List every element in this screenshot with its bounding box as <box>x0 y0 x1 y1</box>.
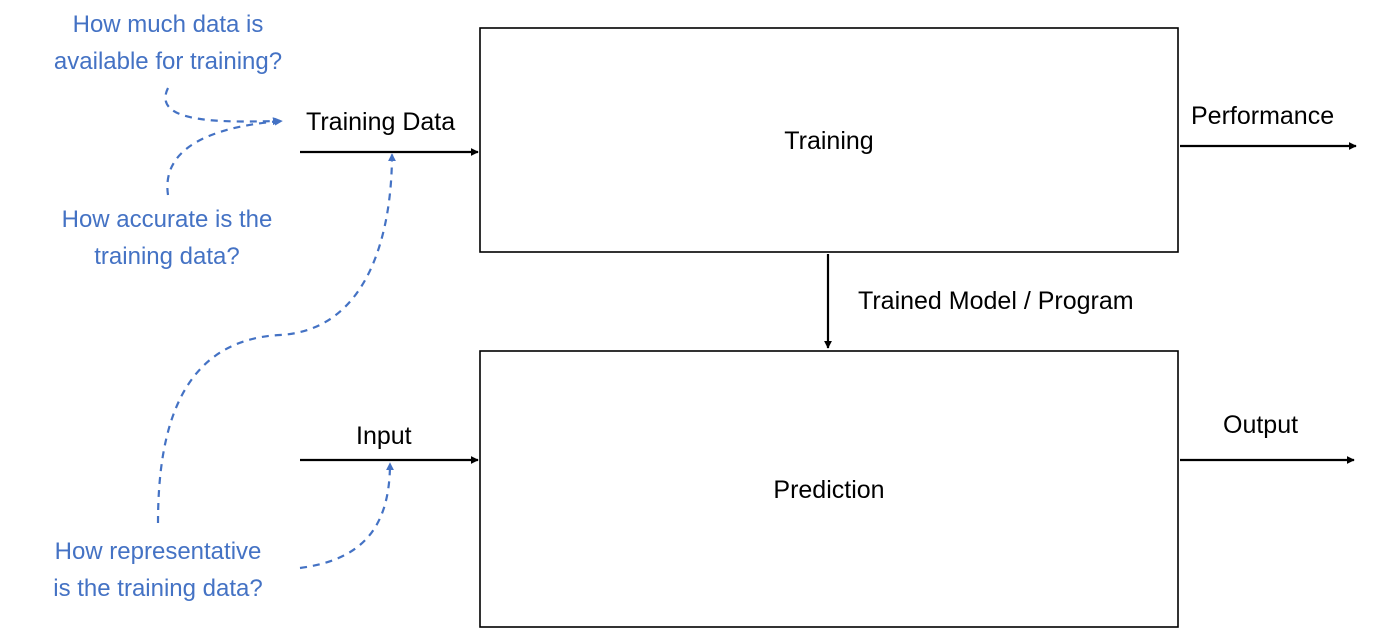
training-data-label: Training Data <box>306 108 456 136</box>
question-representative: How representative is the training data? <box>8 533 308 607</box>
representative-to-input-arrow <box>299 462 394 570</box>
training-box-label: Training <box>784 127 874 155</box>
trained-model-label: Trained Model / Program <box>858 287 1134 315</box>
question-amount-line-1: How much data is <box>72 11 264 38</box>
question-representative-line-1: How representative <box>54 538 262 565</box>
training-box <box>479 27 1179 253</box>
question-amount-line-2: available for training? <box>53 48 283 75</box>
question-amount: How much data is available for training? <box>18 6 318 80</box>
performance-label: Performance <box>1191 102 1335 130</box>
input-label: Input <box>356 422 412 450</box>
prediction-box-label: Prediction <box>773 476 885 504</box>
accuracy-question-arrow <box>166 117 283 196</box>
prediction-box <box>479 350 1179 628</box>
question-accuracy-line-1: How accurate is the <box>61 206 273 233</box>
question-accuracy: How accurate is the training data? <box>17 201 317 275</box>
amount-question-arrow <box>164 87 281 126</box>
output-label: Output <box>1223 411 1299 439</box>
question-accuracy-line-2: training data? <box>94 243 240 270</box>
representative-to-training-data-arrow <box>156 153 396 524</box>
question-representative-line-2: is the training data? <box>53 575 263 602</box>
